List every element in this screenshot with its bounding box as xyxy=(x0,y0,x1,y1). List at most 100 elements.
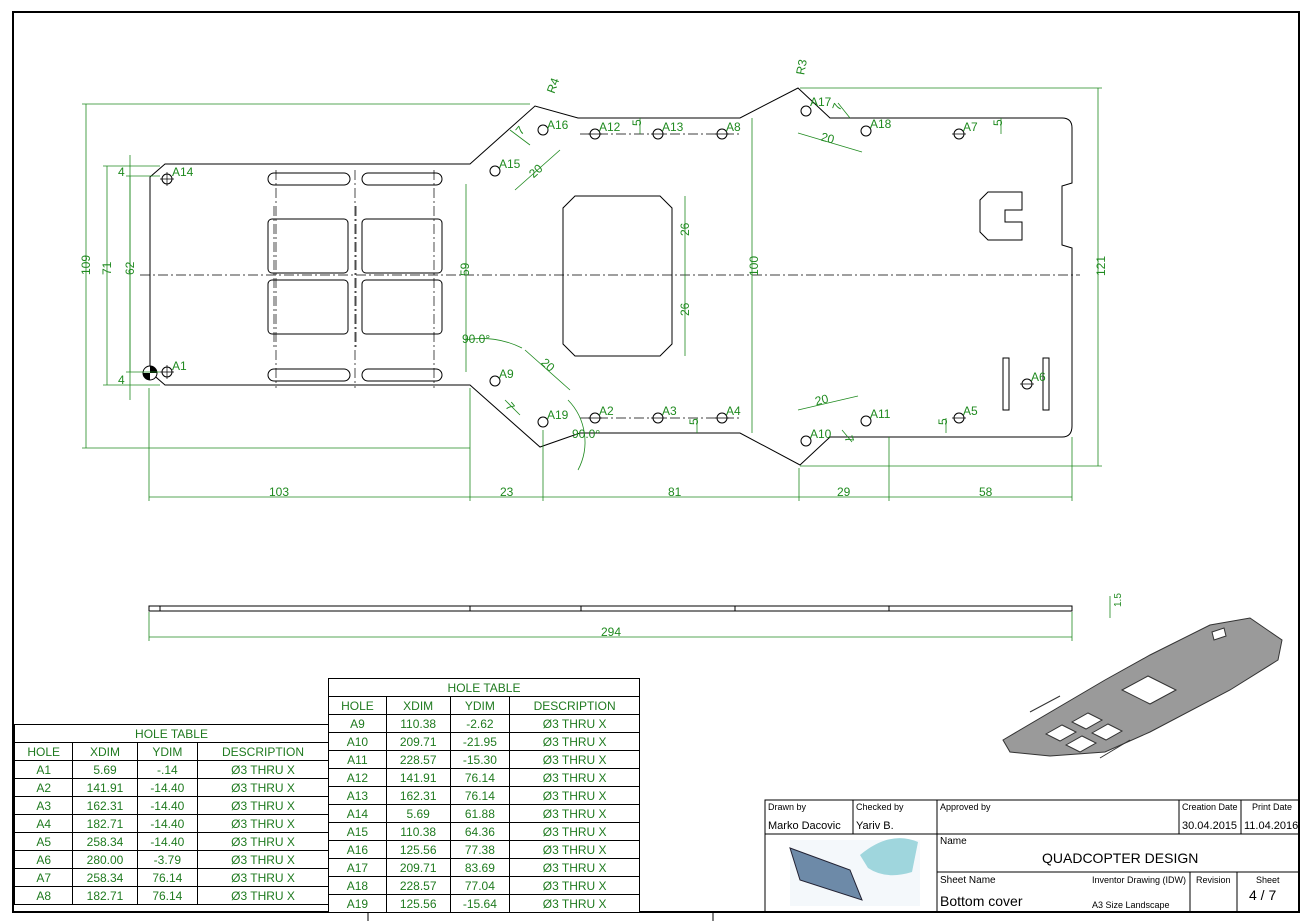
table-cell: A14 xyxy=(328,804,387,823)
table-cell: 141.91 xyxy=(385,768,451,787)
table-cell: Ø3 THRU X xyxy=(509,858,640,877)
table-cell: A12 xyxy=(328,768,387,787)
table-cell: Ø3 THRU X xyxy=(197,778,329,797)
table-cell: A5 xyxy=(13,832,74,851)
table-cell: 258.34 xyxy=(72,832,138,851)
sheet-number: 4 / 7 xyxy=(1249,887,1277,903)
drawing-name: QUADCOPTER DESIGN xyxy=(1042,850,1199,866)
table-cell: A16 xyxy=(328,840,387,859)
hole-label-a9: A9 xyxy=(499,367,514,381)
col-header: HOLE xyxy=(13,742,74,761)
table-cell: 77.38 xyxy=(449,840,511,859)
dim-5-a12: 5 xyxy=(630,119,644,126)
table-cell: Ø3 THRU X xyxy=(509,786,640,805)
table-cell: 141.91 xyxy=(72,778,138,797)
table-cell: 228.57 xyxy=(385,876,451,895)
dim-109: 109 xyxy=(79,255,93,275)
dim-100: 100 xyxy=(747,256,761,276)
col-header: HOLE xyxy=(328,696,387,715)
table-cell: A3 xyxy=(13,796,74,815)
table-cell: 5.69 xyxy=(385,804,451,823)
table-cell: 125.56 xyxy=(385,840,451,859)
sheet-name-value: Bottom cover xyxy=(940,893,1023,909)
dim-71: 71 xyxy=(100,261,114,275)
dim-5-a7: 5 xyxy=(991,119,1005,126)
dim-23: 23 xyxy=(500,485,514,499)
dim-121: 121 xyxy=(1094,256,1108,276)
table-cell: A10 xyxy=(328,732,387,751)
sheet-size: A3 Size Landscape xyxy=(1092,900,1170,910)
dim-4-bottom: 4 xyxy=(118,373,125,387)
holes xyxy=(161,105,1033,447)
hole-label-a12: A12 xyxy=(599,120,621,134)
revision-label: Revision xyxy=(1196,875,1231,885)
table-cell: -15.64 xyxy=(449,894,511,913)
hole-label-a5: A5 xyxy=(963,404,978,418)
angle-90-bottom: 90.0° xyxy=(572,427,600,441)
dim-20-a17: 20 xyxy=(819,130,836,147)
hole-table-right-title: HOLE TABLE xyxy=(328,678,640,697)
hole-label-a4: A4 xyxy=(726,404,741,418)
table-cell: Ø3 THRU X xyxy=(197,886,329,905)
table-cell: Ø3 THRU X xyxy=(509,822,640,841)
table-cell: 76.14 xyxy=(449,768,511,787)
table-cell: A17 xyxy=(328,858,387,877)
table-cell: -2.62 xyxy=(449,714,511,733)
col-header: XDIM xyxy=(385,696,451,715)
table-cell: Ø3 THRU X xyxy=(509,894,640,913)
dim-20-a10: 20 xyxy=(813,391,830,408)
hole-label-a14: A14 xyxy=(172,165,194,179)
table-cell: 182.71 xyxy=(72,886,138,905)
table-cell: -.14 xyxy=(136,760,199,779)
col-header: DESCRIPTION xyxy=(509,696,640,715)
hole-label-a2: A2 xyxy=(599,404,614,418)
sheet-label: Sheet xyxy=(1256,875,1280,885)
table-cell: Ø3 THRU X xyxy=(509,840,640,859)
hole-label-a3: A3 xyxy=(662,404,677,418)
table-cell: -14.40 xyxy=(136,778,199,797)
table-cell: Ø3 THRU X xyxy=(197,832,329,851)
table-cell: 77.04 xyxy=(449,876,511,895)
table-cell: A18 xyxy=(328,876,387,895)
hole-label-a1: A1 xyxy=(172,359,187,373)
creation-date-label: Creation Date xyxy=(1182,802,1238,812)
table-cell: A4 xyxy=(13,814,74,833)
hole-label-a15: A15 xyxy=(499,157,521,171)
table-cell: 162.31 xyxy=(72,796,138,815)
hole-label-a16: A16 xyxy=(547,118,569,132)
dim-294: 294 xyxy=(601,625,621,639)
dim-59: 59 xyxy=(458,262,472,276)
table-cell: Ø3 THRU X xyxy=(509,804,640,823)
table-cell: Ø3 THRU X xyxy=(509,768,640,787)
dim-5-a5: 5 xyxy=(936,418,950,425)
table-cell: 76.14 xyxy=(449,786,511,805)
isometric-part-view xyxy=(1002,617,1283,759)
table-cell: A11 xyxy=(328,750,387,769)
hole-label-a13: A13 xyxy=(662,120,684,134)
side-view xyxy=(148,605,1073,612)
table-cell: Ø3 THRU X xyxy=(197,814,329,833)
dim-62: 62 xyxy=(123,261,137,275)
origin-marker xyxy=(142,365,158,381)
hole-label-a8: A8 xyxy=(726,120,741,134)
table-cell: -14.40 xyxy=(136,832,199,851)
hole-label-a7: A7 xyxy=(963,120,978,134)
drawn-by-label: Drawn by xyxy=(768,802,807,812)
table-cell: -15.30 xyxy=(449,750,511,769)
name-label: Name xyxy=(940,836,967,847)
table-cell: 280.00 xyxy=(72,850,138,869)
table-cell: A15 xyxy=(328,822,387,841)
title-block-lines xyxy=(764,799,1300,913)
creation-date-value: 30.04.2015 xyxy=(1182,820,1238,832)
table-cell: 76.14 xyxy=(136,868,199,887)
dim-5-a2: 5 xyxy=(687,418,701,425)
